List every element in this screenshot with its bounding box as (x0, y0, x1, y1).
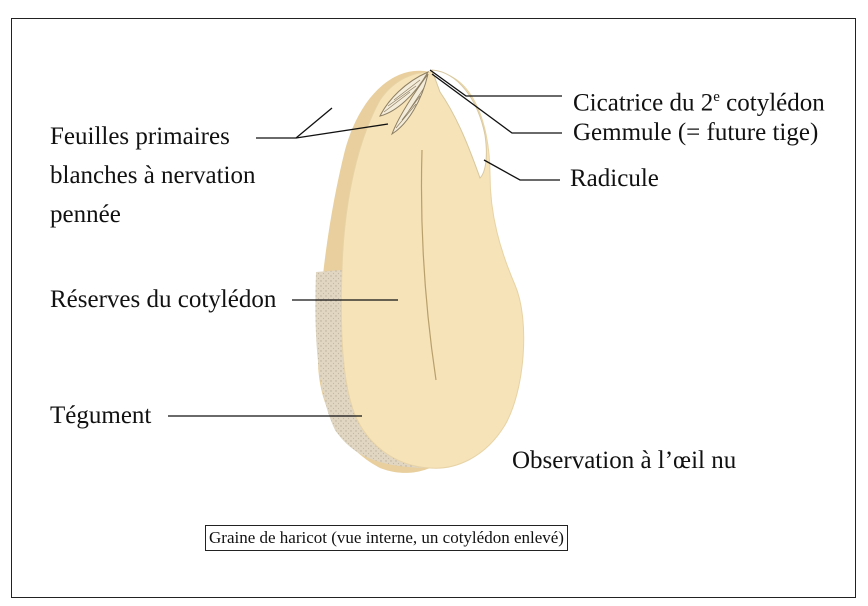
label-feuilles-line3: pennée (50, 196, 121, 234)
label-reserves: Réserves du cotylédon (50, 281, 276, 319)
label-radicule: Radicule (570, 160, 659, 198)
label-feuilles-line1: Feuilles primaires (50, 118, 230, 156)
label-gemmule: Gemmule (= future tige) (573, 114, 818, 152)
label-feuilles-line2: blanches à nervation (50, 157, 255, 195)
cotyledon (341, 72, 523, 468)
label-observation: Observation à l’œil nu (512, 442, 736, 480)
label-tegument: Tégument (50, 397, 151, 435)
figure-caption: Graine de haricot (vue interne, un cotyl… (205, 525, 568, 551)
